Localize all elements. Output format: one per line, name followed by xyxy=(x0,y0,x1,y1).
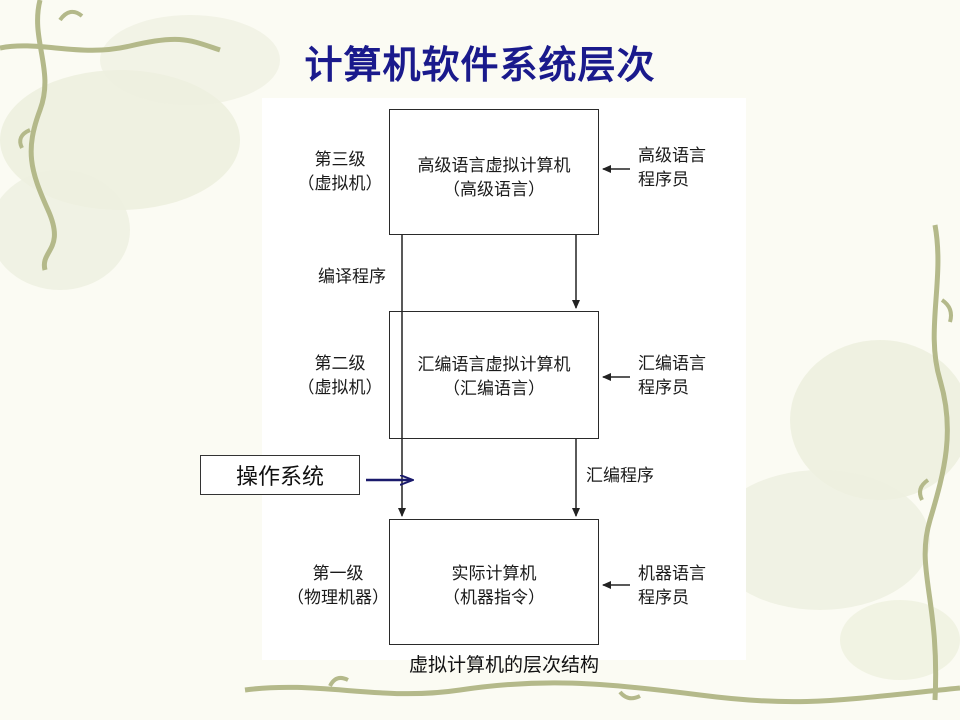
level-1-user-line2: 程序员 xyxy=(638,588,689,608)
level-2-label: 第二级 （虚拟机） xyxy=(290,352,390,400)
level-3-box-title: 高级语言虚拟计算机 xyxy=(417,156,571,176)
assemble-label: 汇编程序 xyxy=(586,466,654,486)
level-1-box-text: 实际计算机 （机器指令） xyxy=(389,562,599,610)
level-2-box-text: 汇编语言虚拟计算机 （汇编语言） xyxy=(389,353,599,401)
level-1-type: （物理机器） xyxy=(287,588,389,608)
level-2-user-line1: 汇编语言 xyxy=(638,354,706,374)
level-1-label: 第一级 （物理机器） xyxy=(282,562,394,610)
level-3-box-subtitle: （高级语言） xyxy=(443,180,545,200)
level-3-user-line1: 高级语言 xyxy=(638,146,706,166)
diagram-caption: 虚拟计算机的层次结构 xyxy=(408,654,599,676)
level-2-type: （虚拟机） xyxy=(297,378,383,398)
level-3-user-line2: 程序员 xyxy=(638,170,689,190)
level-1-user-line1: 机器语言 xyxy=(638,564,706,584)
level-3-label: 第三级 （虚拟机） xyxy=(290,148,390,196)
level-3-user: 高级语言 程序员 xyxy=(638,144,706,192)
level-2-box-title: 汇编语言虚拟计算机 xyxy=(417,355,571,375)
level-2-box-subtitle: （汇编语言） xyxy=(443,379,545,399)
level-1-user: 机器语言 程序员 xyxy=(638,562,706,610)
level-1-box xyxy=(389,519,599,645)
level-1-box-subtitle: （机器指令） xyxy=(443,588,545,608)
level-3-box-text: 高级语言虚拟计算机 （高级语言） xyxy=(389,154,599,202)
level-1-name: 第一级 xyxy=(312,564,364,584)
compile-label: 编译程序 xyxy=(318,267,386,287)
level-2-name: 第二级 xyxy=(314,354,366,374)
level-2-user: 汇编语言 程序员 xyxy=(638,352,706,400)
level-3-name: 第三级 xyxy=(314,150,366,170)
level-3-box xyxy=(389,109,599,235)
level-2-user-line2: 程序员 xyxy=(638,378,689,398)
os-box: 操作系统 xyxy=(200,455,360,495)
page-title: 计算机软件系统层次 xyxy=(304,42,656,87)
level-3-type: （虚拟机） xyxy=(297,174,383,194)
level-1-box-title: 实际计算机 xyxy=(451,564,537,584)
level-2-box xyxy=(389,311,599,439)
